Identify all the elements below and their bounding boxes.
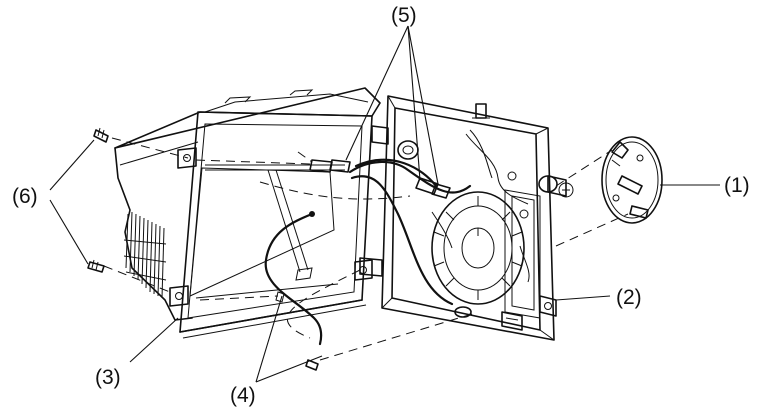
callout-2: (2): [616, 286, 642, 309]
callout-6: (6): [12, 185, 38, 208]
leader-3: [129, 317, 179, 363]
leader-5a: [345, 25, 409, 161]
callout-3: (3): [95, 366, 121, 389]
screw-icon: [93, 127, 109, 143]
front-cover: [114, 87, 381, 346]
callout-5: (5): [391, 4, 417, 27]
callout-4: (4): [230, 384, 256, 407]
leader-4a: [255, 295, 283, 383]
leader-2: [555, 295, 611, 301]
leader-5b: [407, 25, 421, 181]
leader-6b: [49, 199, 89, 265]
screw-icon: [305, 359, 319, 371]
screw-icon: [87, 259, 105, 273]
backbox-opening: [431, 191, 525, 305]
back-housing: [309, 95, 574, 341]
lens-louver: [123, 211, 167, 299]
leader-5c: [407, 25, 439, 185]
mounting-plate: [601, 136, 663, 224]
leader-4b: [255, 355, 323, 383]
callout-1: (1): [724, 174, 750, 197]
leader-6a: [49, 139, 95, 191]
assembly-guides: [103, 137, 629, 361]
